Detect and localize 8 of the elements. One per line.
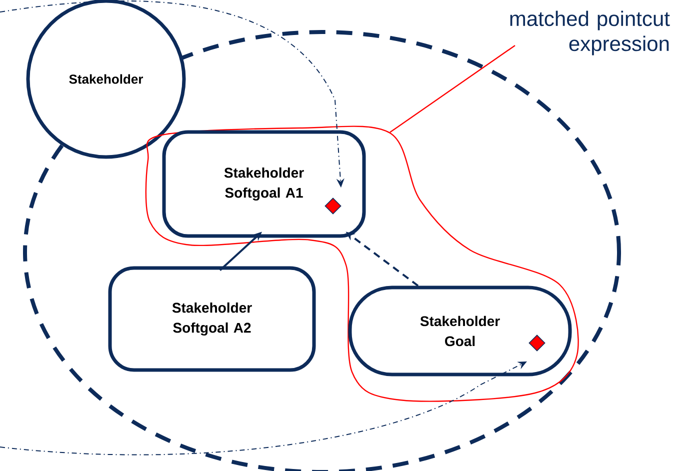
- diamond-marker: [324, 198, 342, 214]
- goal-box: Stakeholder Softgoal A2: [108, 266, 316, 372]
- goal-box: Stakeholder Softgoal A1: [162, 130, 366, 238]
- diamond-marker: [528, 334, 546, 352]
- goal-box: Stakeholder Goal: [348, 286, 572, 376]
- leader-line: [390, 45, 516, 133]
- matched-outline: [145, 126, 579, 402]
- callout-text: matched pointcut expression: [510, 10, 670, 56]
